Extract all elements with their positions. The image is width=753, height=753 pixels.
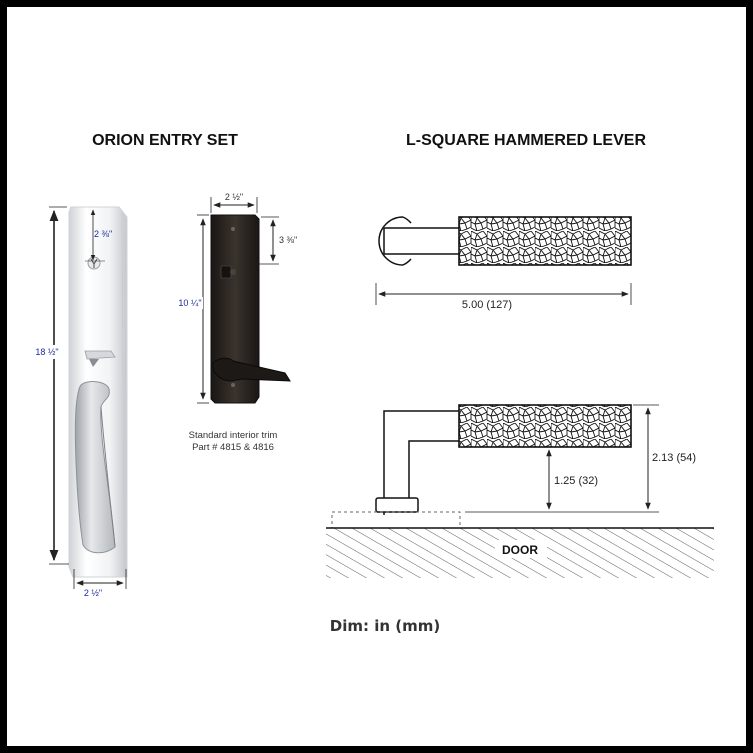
door-surface: DOOR bbox=[326, 511, 714, 578]
trim-caption-line2: Part # 4815 & 4816 bbox=[192, 442, 274, 453]
orion-exterior-plate bbox=[68, 206, 128, 578]
orion-width-dimension: 2 ½" bbox=[73, 569, 127, 598]
heading-lsquare-lever: L-SQUARE HAMMERED LEVER bbox=[406, 132, 646, 149]
orion-height-dimension: 18 ½" bbox=[35, 206, 69, 565]
trim-caption-line1: Standard interior trim bbox=[189, 430, 278, 441]
lever-projection-dimension: 2.13 (54) bbox=[633, 404, 696, 510]
lever-length-label: 5.00 (127) bbox=[462, 299, 512, 311]
orion-width-label: 2 ½" bbox=[84, 588, 102, 598]
trim-top-offset-label: 3 ⅜" bbox=[279, 235, 297, 245]
lever-clearance-dimension: 1.25 (32) bbox=[465, 449, 659, 513]
units-note: Dim: in (mm) bbox=[330, 617, 440, 635]
lever-length-dimension: 5.00 (127) bbox=[375, 283, 632, 311]
trim-width-dimension: 2 ½" bbox=[210, 191, 258, 213]
trim-height-label: 10 ¼" bbox=[178, 298, 201, 308]
heading-orion-entry-set: ORION ENTRY SET bbox=[92, 132, 238, 149]
interior-trim-plate bbox=[210, 214, 291, 404]
orion-height-label: 18 ½" bbox=[35, 347, 58, 357]
trim-height-dimension: 10 ¼" bbox=[178, 214, 209, 404]
hammered-grip-top bbox=[458, 216, 632, 266]
door-label: DOOR bbox=[502, 543, 538, 557]
lever-top-view bbox=[378, 216, 632, 266]
drawing-sheet: ORION ENTRY SET L-SQUARE HAMMERED LEVER … bbox=[7, 7, 746, 746]
spec-drawing: ORION ENTRY SET L-SQUARE HAMMERED LEVER … bbox=[35, 132, 714, 635]
orion-cylinder-offset-label: 2 ⅜" bbox=[94, 229, 112, 239]
trim-top-offset-dimension: 3 ⅜" bbox=[247, 216, 297, 265]
lever-projection-label: 2.13 (54) bbox=[652, 452, 696, 464]
orion-cylinder-dimension: 2 ⅜" bbox=[85, 209, 112, 262]
hammered-grip-side bbox=[458, 404, 632, 448]
trim-width-label: 2 ½" bbox=[225, 192, 243, 202]
lever-clearance-label: 1.25 (32) bbox=[554, 475, 598, 487]
lever-side-view bbox=[375, 404, 632, 515]
